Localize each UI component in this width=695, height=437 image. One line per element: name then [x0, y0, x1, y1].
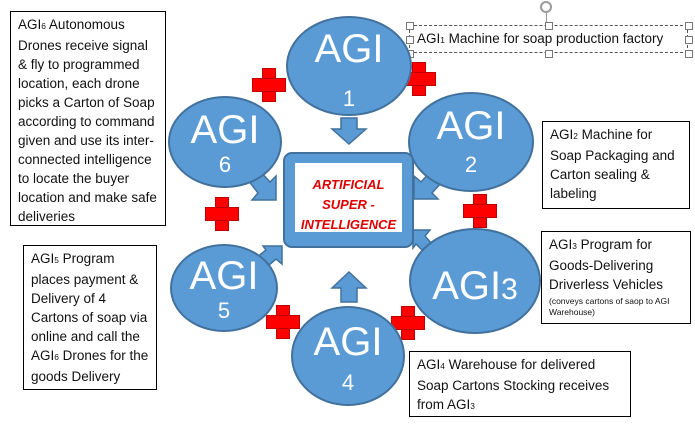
agi1-node-number: 1	[342, 86, 356, 111]
plus-icon-bottom-left	[266, 305, 300, 339]
agi4-box-prefix: AGI	[417, 357, 441, 372]
agi4-description-box: AGI4 Warehouse for delivered Soap Carton…	[409, 351, 631, 417]
agi6-node-number: 6	[218, 152, 232, 177]
agi6-description-box: AGI6 Autonomous Drones receive signal & …	[10, 11, 166, 226]
agi3-box-text: Program for Goods-Delivering Driverless …	[549, 237, 664, 292]
agi3-description-box: AGI3 Program for Goods-Delivering Driver…	[541, 231, 691, 324]
agi4-node-number: 4	[341, 370, 355, 395]
agi3-node-number: 3	[501, 273, 518, 306]
agi5-box-mid-sub: 6	[54, 352, 59, 362]
agi4-node: AGI 4	[291, 306, 405, 406]
agi2-box-text: Machine for Soap Packaging and Carton se…	[550, 127, 675, 201]
agi5-node-label: AGI	[189, 254, 259, 298]
resize-handle-nw[interactable]	[406, 22, 414, 30]
agi1-box-text: Machine for soap production factory	[444, 31, 664, 46]
agi2-node: AGI 2	[408, 92, 534, 192]
resize-handle-w[interactable]	[406, 36, 414, 44]
agi5-description-box: AGI5 Program places payment & Delivery o…	[23, 245, 157, 390]
agi2-description-box: AGI2 Machine for Soap Packaging and Cart…	[542, 121, 690, 209]
agi6-box-sub: 6	[41, 21, 46, 31]
center-title: ARTIFICIAL SUPER - INTELLIGENCE	[295, 175, 402, 235]
resize-handle-se[interactable]	[685, 50, 693, 58]
agi3-node-label-line: AGI3	[411, 266, 539, 310]
plus-icon-bottom-right	[391, 306, 425, 340]
resize-handle-e[interactable]	[685, 36, 693, 44]
agi3-box-prefix: AGI	[549, 237, 573, 252]
agi3-box-note: (conveys cartons of saop to AGI Warehous…	[549, 296, 670, 317]
agi4-box-sub: 4	[440, 361, 445, 371]
agi1-node: AGI 1	[286, 16, 412, 116]
agi6-box-prefix: AGI	[18, 17, 42, 32]
resize-handle-s[interactable]	[545, 50, 553, 58]
agi3-node-label: AGI	[432, 264, 502, 308]
plus-icon-right	[463, 194, 497, 228]
agi5-node: AGI 5	[170, 244, 278, 332]
agi5-node-number: 5	[217, 298, 231, 323]
agi1-description-box[interactable]: AGI1 Machine for soap production factory	[409, 25, 688, 53]
center-title-line3: INTELLIGENCE	[300, 217, 397, 232]
agi5-box-sub: 5	[54, 255, 59, 265]
resize-handle-n[interactable]	[545, 22, 553, 30]
arrow-agi1-down	[330, 117, 368, 146]
center-inner-panel: ARTIFICIAL SUPER - INTELLIGENCE	[295, 163, 402, 232]
arrow-agi4-up	[330, 270, 368, 303]
agi2-box-sub: 2	[573, 131, 578, 141]
agi2-node-label: AGI	[436, 104, 506, 148]
agi5-box-prefix: AGI	[31, 251, 55, 266]
agi3-box-sub: 3	[572, 241, 577, 251]
agi3-node: AGI3	[409, 228, 541, 334]
agi1-node-label: AGI	[314, 27, 384, 71]
agi4-node-label: AGI	[313, 320, 383, 364]
agi5-box-tail: Drones for the goods Delivery	[31, 348, 149, 384]
center-title-line1: ARTIFICIAL	[312, 177, 385, 192]
plus-icon-left	[205, 197, 239, 231]
agi2-node-number: 2	[464, 152, 478, 177]
rotate-handle-stem	[546, 13, 547, 22]
agi6-node-label: AGI	[190, 108, 260, 152]
agi6-box-text: Autonomous Drones receive signal & fly t…	[18, 17, 157, 224]
agi2-box-prefix: AGI	[550, 127, 574, 142]
agi4-box-text: Warehouse for delivered Soap Cartons Sto…	[417, 357, 610, 412]
agi1-box-prefix: AGI	[417, 31, 441, 46]
center-title-line2: SUPER -	[322, 197, 375, 212]
resize-handle-ne[interactable]	[685, 22, 693, 30]
agi4-box-tail-sub: 3	[470, 401, 475, 411]
plus-icon-top-left	[252, 68, 286, 102]
artificial-super-intelligence-node: ARTIFICIAL SUPER - INTELLIGENCE	[283, 152, 414, 248]
agi1-box-sub: 1	[440, 35, 445, 45]
rotate-handle-icon[interactable]	[540, 1, 552, 13]
agi5-box-text: Program places payment & Delivery of 4 C…	[31, 251, 148, 363]
agi6-node: AGI 6	[168, 96, 282, 188]
